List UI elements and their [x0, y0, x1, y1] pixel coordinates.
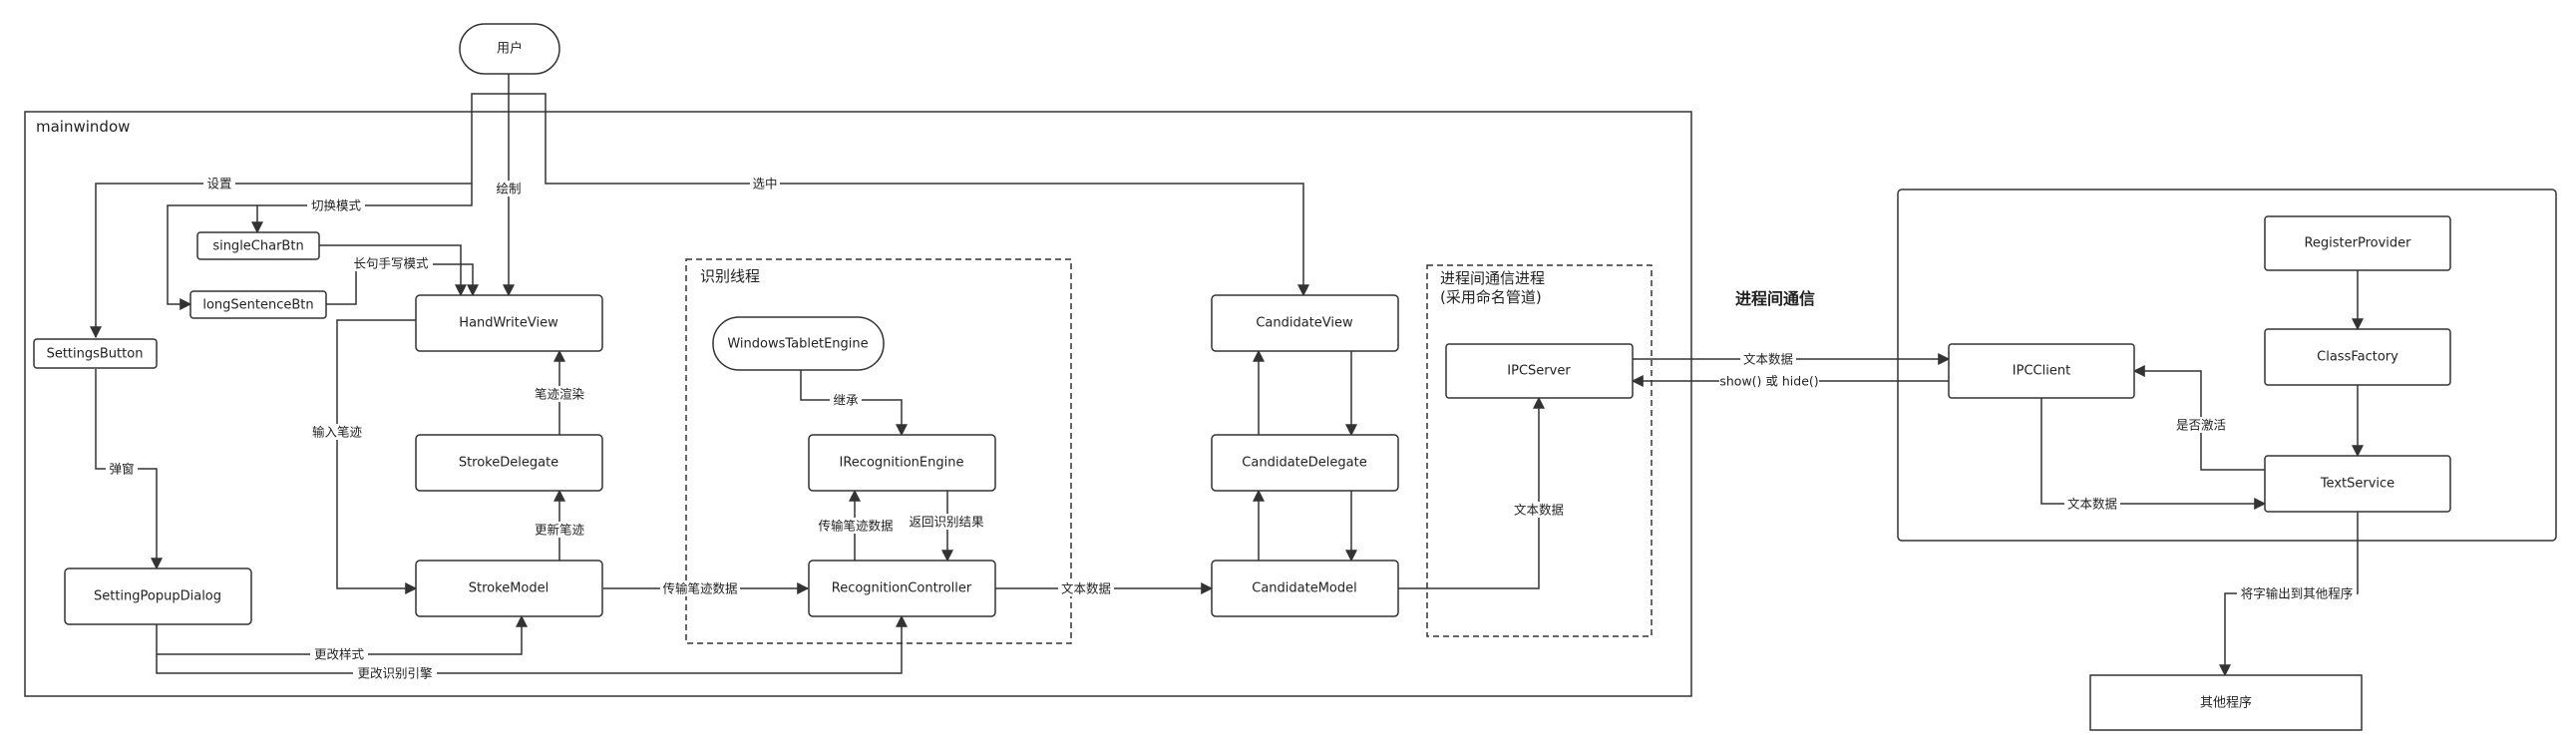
label-stroke-render: 笔迹渲染 — [535, 387, 585, 402]
ipc-heading: 进程间通信 — [1735, 289, 1815, 308]
label-inherit: 继承 — [833, 393, 859, 408]
label-return-result: 返回识别结果 — [909, 515, 984, 530]
node-text-service: TextService — [2264, 455, 2451, 513]
label-transfer-stroke-data: 传输笔迹数据 — [662, 581, 737, 596]
label-output-to-others: 将字输出到其他程序 — [2241, 586, 2354, 601]
node-candidate-model-label: CandidateModel — [1252, 581, 1357, 596]
label-is-active: 是否激活 — [2176, 418, 2226, 433]
node-long-sentence-btn: longSentenceBtn — [189, 290, 327, 319]
node-stroke-delegate: StrokeDelegate — [415, 434, 603, 492]
node-user: 用户 — [459, 23, 560, 75]
node-windows-tablet-engine-label: WindowsTabletEngine — [727, 337, 868, 352]
node-recognition-controller: RecognitionController — [808, 560, 996, 617]
node-setting-popup-dialog-label: SettingPopupDialog — [94, 589, 221, 604]
label-transfer-stroke-data-up: 传输笔迹数据 — [818, 519, 893, 534]
node-other-programs: 其他程序 — [2089, 674, 2363, 731]
node-ipc-client: IPCClient — [1948, 343, 2135, 399]
node-setting-popup-dialog: SettingPopupDialog — [64, 567, 252, 625]
node-stroke-model: StrokeModel — [415, 560, 603, 617]
edge-user-candidateview — [509, 93, 1309, 297]
node-i-recognition-engine-label: IRecognitionEngine — [840, 456, 964, 471]
node-hand-write-view-label: HandWriteView — [459, 316, 558, 331]
node-candidate-model: CandidateModel — [1211, 560, 1399, 617]
node-candidate-view-label: CandidateView — [1256, 316, 1353, 331]
node-settings-button-label: SettingsButton — [47, 347, 144, 362]
label-select: 选中 — [752, 177, 777, 191]
label-update-stroke: 更新笔迹 — [535, 523, 585, 538]
edge-labels: 设置 切换模式 绘制 选中 长句手写模式 笔迹渲染 输入笔迹 更新笔迹 弹窗 传… — [106, 176, 2357, 681]
label-draw: 绘制 — [496, 182, 521, 196]
mainwindow-frame: mainwindow — [24, 111, 1692, 697]
edge-ipcclient-textservice — [2040, 398, 2267, 510]
mainwindow-title: mainwindow — [36, 118, 130, 136]
node-register-provider: RegisterProvider — [2264, 215, 2451, 271]
label-show-hide: show() 或 hide() — [1719, 374, 1818, 389]
recognition-thread-title: 识别线程 — [700, 267, 760, 285]
node-stroke-model-label: StrokeModel — [469, 581, 549, 596]
node-recognition-controller-label: RecognitionController — [832, 581, 972, 596]
label-switch-mode: 切换模式 — [311, 198, 362, 213]
node-user-label: 用户 — [497, 41, 523, 57]
external-process-frame — [1897, 188, 2557, 542]
node-candidate-delegate: CandidateDelegate — [1211, 434, 1399, 492]
edge-candidatemodel-ipcserver — [1398, 396, 1545, 589]
node-class-factory: ClassFactory — [2264, 328, 2451, 386]
node-i-recognition-engine: IRecognitionEngine — [808, 434, 996, 492]
label-change-engine: 更改识别引擎 — [357, 666, 432, 681]
node-class-factory-label: ClassFactory — [2317, 350, 2398, 365]
node-other-programs-label: 其他程序 — [2200, 696, 2252, 711]
label-settings: 设置 — [206, 177, 231, 191]
node-single-char-btn-label: singleCharBtn — [212, 239, 303, 254]
node-single-char-btn: singleCharBtn — [196, 231, 320, 260]
label-text-data-client-ts: 文本数据 — [2067, 497, 2117, 512]
node-candidate-delegate-label: CandidateDelegate — [1242, 456, 1366, 471]
label-text-data-to-client: 文本数据 — [1743, 352, 1793, 367]
ipc-process-title-line1: 进程间通信进程 — [1440, 269, 1545, 287]
label-text-data-ipc: 文本数据 — [1514, 503, 1564, 518]
node-hand-write-view: HandWriteView — [415, 294, 603, 352]
node-register-provider-label: RegisterProvider — [2304, 236, 2411, 251]
label-long-sentence-mode: 长句手写模式 — [353, 256, 429, 271]
node-ipc-client-label: IPCClient — [2013, 364, 2070, 379]
ipc-process-frame: 进程间通信进程 (采用命名管道) — [1426, 264, 1653, 637]
label-text-data-rc: 文本数据 — [1061, 581, 1111, 596]
node-settings-button: SettingsButton — [33, 338, 158, 369]
node-long-sentence-btn-label: longSentenceBtn — [202, 298, 313, 313]
node-text-service-label: TextService — [2320, 477, 2394, 492]
node-stroke-delegate-label: StrokeDelegate — [459, 456, 558, 471]
recognition-thread-frame: 识别线程 — [685, 258, 1072, 644]
edge-singlechar-handwriteview — [319, 244, 467, 297]
edge-handwriteview-strokemodel — [336, 319, 418, 594]
label-input-stroke: 输入笔迹 — [312, 425, 363, 440]
edge-switchmode-longsentence — [167, 204, 257, 310]
node-windows-tablet-engine: WindowsTabletEngine — [712, 316, 885, 371]
ipc-process-title-line2: (采用命名管道) — [1440, 288, 1542, 306]
node-ipc-server: IPCServer — [1445, 343, 1634, 399]
node-candidate-view: CandidateView — [1211, 294, 1399, 352]
label-popup: 弹窗 — [109, 462, 134, 477]
node-ipc-server-label: IPCServer — [1507, 364, 1571, 379]
edge-popup-recognitioncontroller — [156, 614, 908, 674]
label-change-style: 更改样式 — [314, 647, 365, 662]
